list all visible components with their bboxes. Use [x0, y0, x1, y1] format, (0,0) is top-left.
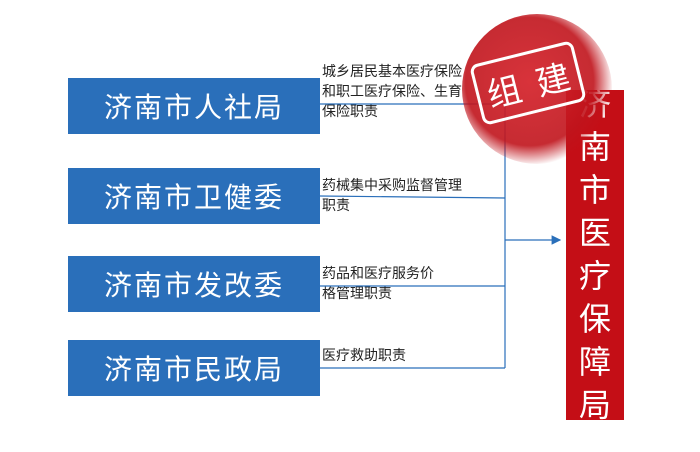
duty-text-weijian: 药械集中采购监督管理职责 — [322, 178, 462, 214]
duty-text-renshe: 城乡居民基本医疗保险和职工医疗保险、生育保险职责 — [322, 64, 462, 120]
stamp-char: 建 — [531, 56, 575, 104]
agency-box-fagai: 济南市发改委 — [68, 256, 320, 312]
result-char: 疗 — [578, 257, 611, 295]
result-char: 市 — [578, 171, 611, 209]
agency-label: 济南市人社局 — [103, 91, 284, 124]
agency-label: 济南市卫健委 — [103, 181, 284, 214]
agency-box-weijian: 济南市卫健委 — [68, 168, 320, 224]
result-char: 局 — [578, 386, 611, 424]
agency-box-minzheng: 济南市民政局 — [68, 340, 320, 396]
duty-text-minzheng: 医疗救助职责 — [322, 348, 406, 364]
result-char: 障 — [578, 343, 611, 381]
duty-text-fagai: 药品和医疗服务价格管理职责 — [322, 266, 434, 302]
result-char: 医 — [578, 214, 611, 252]
connector-line — [319, 195, 506, 199]
result-char: 保 — [578, 300, 611, 338]
agency-label: 济南市民政局 — [103, 353, 284, 386]
stamp-char: 组 — [483, 68, 526, 116]
agency-box-renshe: 济南市人社局 — [68, 78, 320, 134]
agency-label: 济南市发改委 — [103, 269, 284, 302]
stamp-seal — [462, 14, 612, 164]
